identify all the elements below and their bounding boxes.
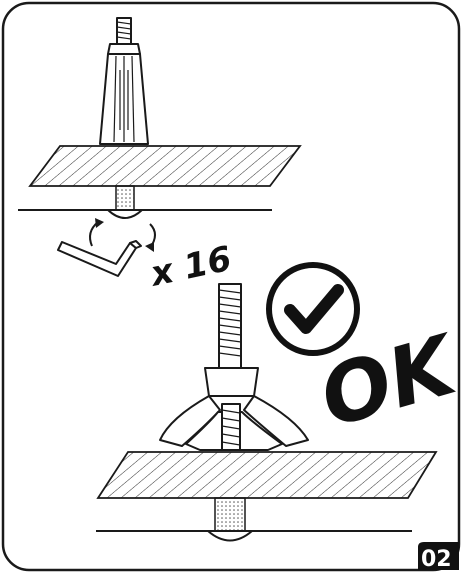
wall-section-bottom [96,451,438,532]
step-number-badge: 02 [418,542,459,572]
checkmark-circle-icon [266,262,360,356]
rotate-counterclockwise-arrow-icon [145,223,156,252]
hollow-wall-anchor-expanded [159,283,309,542]
rotate-clockwise-arrow-icon [89,218,104,247]
step-number: 02 [421,547,452,572]
wall-section-top [18,145,302,211]
hex-key-icon [57,240,142,277]
hollow-wall-anchor-unexpanded [99,17,149,219]
